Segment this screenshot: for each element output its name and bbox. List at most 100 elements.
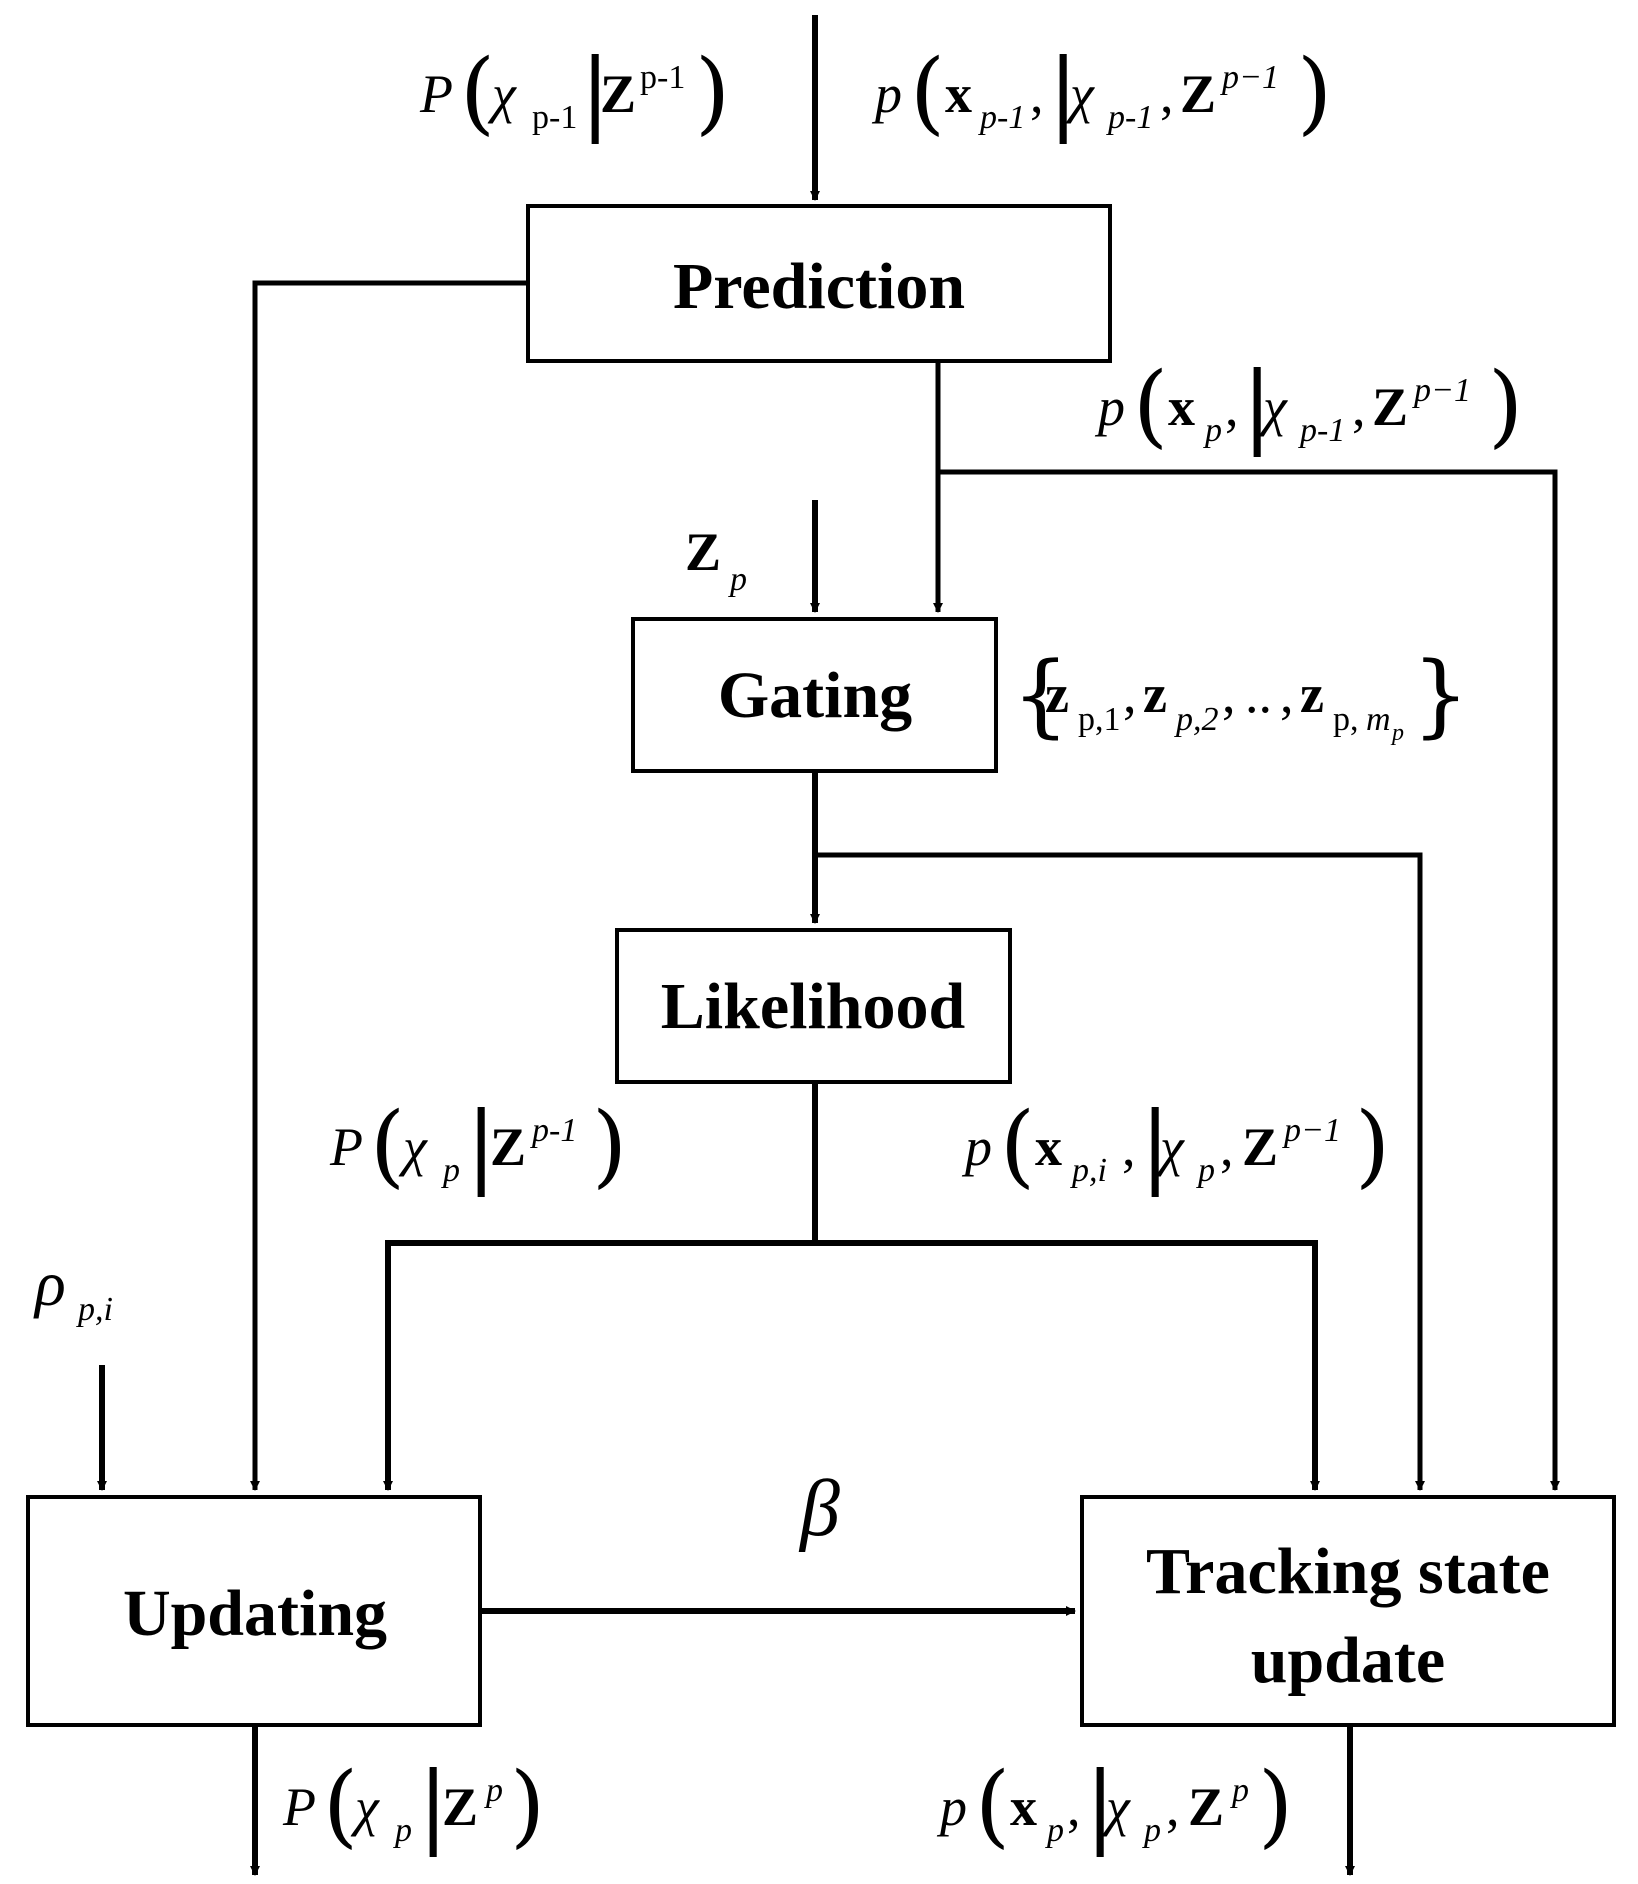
connectors: [97, 15, 1560, 1876]
sub-p: p: [393, 1812, 412, 1849]
prediction-box: Prediction: [526, 204, 1112, 363]
label-rho: ρ p,i: [33, 1248, 113, 1328]
rparen: ): [1355, 1093, 1390, 1198]
sym-chi: χ: [1101, 1777, 1131, 1837]
sym-Z: Z: [442, 1777, 478, 1837]
lparen: (: [370, 1093, 405, 1198]
sub-p: p: [1196, 1152, 1215, 1189]
sub-pm: p,: [1333, 701, 1359, 738]
sym-Z: Z: [490, 1117, 526, 1177]
arrow-prediction-tracking: [938, 469, 1560, 1491]
sup-p: p: [1230, 1772, 1249, 1809]
prediction-label: Prediction: [673, 250, 965, 323]
label-posterior-state: p ( x p , | χ p , Z p ): [936, 1753, 1293, 1858]
sym-Z: Z: [1242, 1117, 1278, 1177]
sym-x: x: [1035, 1117, 1062, 1177]
rparen: ): [1258, 1753, 1293, 1858]
sub-p: p: [1045, 1812, 1064, 1849]
comma: ,: [1030, 64, 1044, 124]
comma: ,: [1352, 377, 1366, 437]
sym-chi: χ: [398, 1117, 428, 1177]
sym-P: P: [282, 1777, 316, 1837]
updating-label: Updating: [123, 1577, 387, 1650]
label-measurement-likelihood: p ( x p,i , | χ p , Z p−1 ): [961, 1093, 1390, 1198]
comma: ,: [1122, 1117, 1136, 1177]
bar: |: [466, 1093, 496, 1198]
sub-p: p: [1203, 412, 1222, 449]
sub-p2: p,2: [1174, 701, 1219, 738]
arrow-prediction-updating: [250, 280, 528, 1491]
sub-m: m: [1366, 701, 1391, 738]
bar: |: [1048, 40, 1078, 145]
rparen: ): [1488, 353, 1523, 458]
sym-p: p: [961, 1117, 992, 1177]
sub-p-i: p,i: [76, 1291, 113, 1328]
comma: ,: [1280, 664, 1294, 724]
sym-z: z: [1300, 664, 1324, 724]
sym-chi: χ: [487, 64, 517, 124]
sub-p: p: [441, 1152, 460, 1189]
updating-box: Updating: [26, 1495, 482, 1727]
tracking-state-update-box: Tracking state update: [1080, 1495, 1616, 1727]
sym-chi: χ: [1155, 1117, 1185, 1177]
likelihood-label: Likelihood: [661, 970, 965, 1043]
arrow-gating-tracking: [815, 852, 1425, 1491]
label-beta: β: [798, 1465, 840, 1553]
comma: ,: [1160, 64, 1174, 124]
sym-x: x: [1010, 1777, 1037, 1837]
label-prior-state: p ( x p-1 , | χ p-1 , Z p−1 ): [871, 40, 1332, 145]
sub-mp: p: [1390, 720, 1404, 746]
sym-p: p: [871, 64, 902, 124]
lparen: (: [1133, 353, 1168, 458]
sub-p-1: p-1: [532, 99, 577, 136]
rparen: ): [1297, 40, 1332, 145]
gating-box: Gating: [631, 617, 998, 773]
sub-p1: p,1: [1078, 701, 1121, 738]
rbrace: }: [1412, 643, 1469, 748]
bar: |: [1140, 1093, 1170, 1198]
lparen: (: [323, 1753, 358, 1858]
label-posterior-prob: P ( χ p | Z p ): [282, 1753, 545, 1858]
sym-z: z: [1045, 664, 1069, 724]
label-predicted-state: p ( x p , | χ p-1 , Z p−1 ): [1094, 353, 1523, 458]
sym-Z: Z: [685, 522, 721, 582]
sup-p: p: [484, 1772, 503, 1809]
bar: |: [418, 1753, 448, 1858]
lparen: (: [910, 40, 945, 145]
comma: ,: [1222, 664, 1236, 724]
tracking-label-line2: update: [1251, 1624, 1445, 1697]
gating-label: Gating: [718, 659, 912, 732]
sym-chi: χ: [350, 1777, 380, 1837]
comma: ,: [1067, 1777, 1081, 1837]
bar: |: [580, 40, 610, 145]
sub-p-1: p-1: [1298, 412, 1345, 449]
sup-p-minus-1: p−1: [1282, 1112, 1341, 1149]
rparen: ): [695, 40, 730, 145]
bar: |: [1242, 353, 1272, 458]
comma: ,: [1225, 377, 1239, 437]
sym-Z: Z: [1180, 64, 1216, 124]
sym-chi: χ: [1258, 377, 1288, 437]
sym-Z: Z: [600, 64, 636, 124]
comma: ,: [1220, 1117, 1234, 1177]
rparen: ): [510, 1753, 545, 1858]
sym-p: p: [1094, 377, 1125, 437]
sub-p: p: [728, 561, 747, 598]
likelihood-box: Likelihood: [615, 928, 1012, 1084]
lbrace: {: [1012, 643, 1069, 748]
sym-Z: Z: [1372, 377, 1408, 437]
bar: |: [1085, 1753, 1115, 1858]
sup-p-1: p-1: [530, 1112, 577, 1149]
sym-x: x: [945, 64, 972, 124]
sup-p-minus-1: p−1: [1220, 59, 1279, 96]
comma: ,: [1166, 1777, 1180, 1837]
sym-Z: Z: [1188, 1777, 1224, 1837]
sub-p-1: p-1: [978, 99, 1025, 136]
sup-p-minus-1: p−1: [1412, 372, 1471, 409]
label-gated-set: { z p,1 , z p,2 , .. , z p, m p }: [1012, 643, 1469, 748]
sub-p-1: p-1: [1106, 99, 1153, 136]
sub-p: p: [1142, 1812, 1161, 1849]
lparen: (: [460, 40, 495, 145]
sym-x: x: [1168, 377, 1195, 437]
